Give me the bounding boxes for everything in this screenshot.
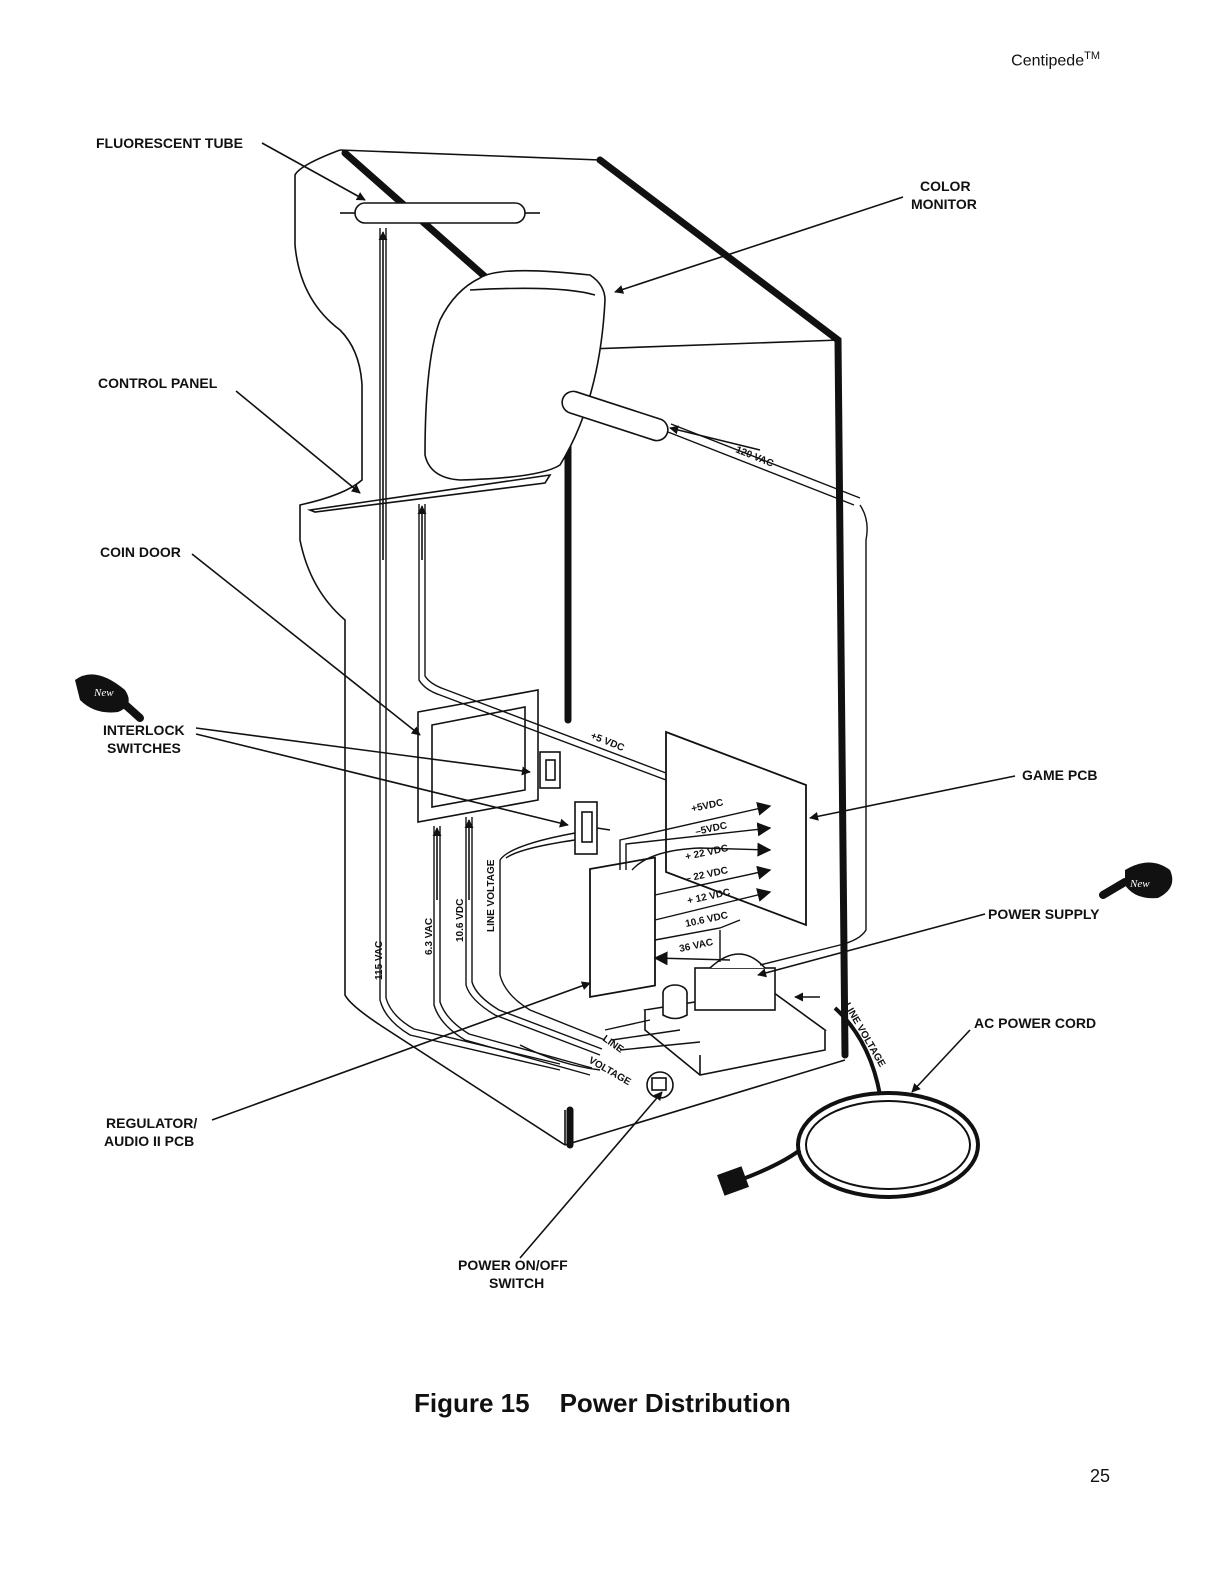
- leader-ac-power-cord: [911, 1029, 971, 1093]
- voltage-115vac: 115 VAC: [374, 941, 385, 980]
- label-regulator-1: REGULATOR/: [106, 1115, 197, 1131]
- leader-color-monitor: [614, 196, 904, 294]
- interlock-switch-upper: [539, 751, 561, 789]
- new-badge-left: New: [75, 674, 144, 722]
- new-badge-right-text: New: [1129, 878, 1150, 890]
- label-power-switch-1: POWER ON/OFF: [458, 1257, 568, 1273]
- leader-fluorescent-tube: [261, 142, 366, 201]
- coin-door: [417, 689, 539, 823]
- leader-interlock-lower: [195, 733, 569, 828]
- page-number: 25: [1090, 1466, 1111, 1486]
- voltage-voltage: VOLTAGE: [587, 1055, 633, 1088]
- fluorescent-tube: [340, 202, 540, 224]
- regulator-audio-pcb: [589, 856, 656, 999]
- new-badge-right: New: [1099, 862, 1173, 899]
- label-color-monitor-1: COLOR: [920, 178, 971, 194]
- power-supply: [643, 953, 827, 1076]
- leader-power-switch: [519, 1091, 663, 1259]
- voltage-6-3vac: 6.3 VAC: [424, 918, 435, 955]
- leader-coin-door: [191, 553, 421, 736]
- page-header: CentipedeTM: [1011, 50, 1100, 70]
- label-game-pcb: GAME PCB: [1022, 767, 1097, 783]
- new-badge-left-text: New: [93, 687, 114, 699]
- label-interlock-1: INTERLOCK: [103, 722, 185, 738]
- interlock-switch-lower: [574, 801, 611, 855]
- figure-title: Power Distribution: [559, 1388, 791, 1418]
- voltage-36vac: 36 VAC: [678, 937, 714, 955]
- label-interlock-2: SWITCHES: [107, 740, 181, 756]
- wiring: [379, 228, 868, 1076]
- label-color-monitor-2: MONITOR: [911, 196, 977, 212]
- control-panel: [306, 473, 552, 513]
- label-regulator-2: AUDIO II PCB: [104, 1133, 194, 1149]
- label-power-switch-2: SWITCH: [489, 1275, 544, 1291]
- leader-lines: [191, 142, 1016, 1259]
- label-power-supply: POWER SUPPLY: [988, 906, 1100, 922]
- voltage-arrows: [619, 801, 772, 966]
- figure-caption: Figure 15 Power Distribution: [414, 1388, 791, 1419]
- label-coin-door: COIN DOOR: [100, 544, 181, 560]
- voltage-10-6vdc-vert: 10.6 VDC: [455, 899, 466, 942]
- header-title: Centipede: [1011, 52, 1085, 70]
- voltage-line: LINE: [600, 1033, 625, 1055]
- leader-interlock-upper: [195, 727, 531, 776]
- label-fluorescent-tube: FLUORESCENT TUBE: [96, 135, 243, 151]
- ac-power-cord: [717, 1006, 980, 1199]
- voltage-line-vert: LINE VOLTAGE: [486, 859, 497, 932]
- trademark-mark: TM: [1084, 50, 1100, 62]
- leader-game-pcb: [809, 775, 1016, 821]
- leader-control-panel: [235, 390, 361, 494]
- figure-number: Figure 15: [414, 1388, 530, 1418]
- leader-regulator: [211, 981, 591, 1121]
- voltage-p12vdc: + 12 VDC: [686, 887, 731, 907]
- label-ac-power-cord: AC POWER CORD: [974, 1015, 1096, 1031]
- leader-power-supply: [757, 913, 986, 978]
- label-control-panel: CONTROL PANEL: [98, 375, 218, 391]
- color-monitor: [424, 269, 669, 481]
